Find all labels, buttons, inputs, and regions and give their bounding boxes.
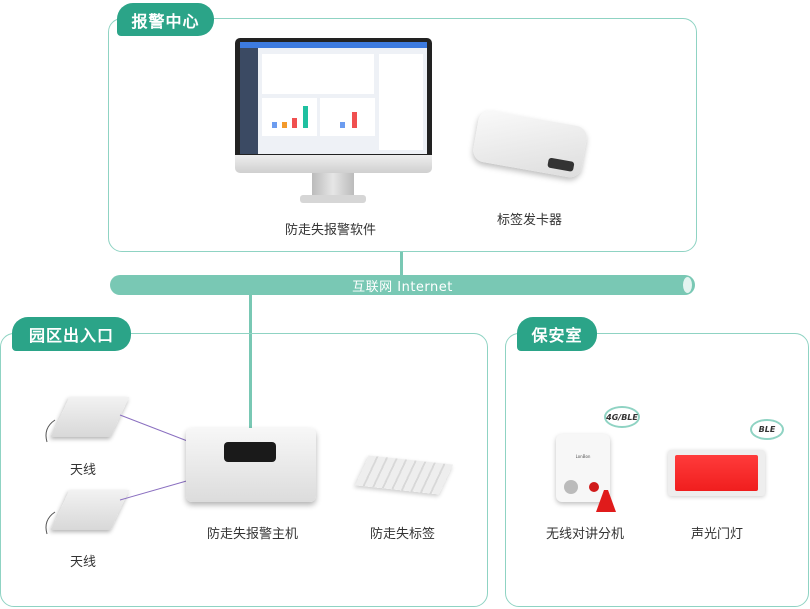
door-light-label: 声光门灯 xyxy=(691,527,744,542)
tag-label: 防走失标签 xyxy=(370,527,436,542)
internet-label: 互联网 Internet xyxy=(352,279,453,295)
connector-park xyxy=(249,295,252,430)
security-room-panel xyxy=(505,333,809,607)
alarm-center-panel xyxy=(108,18,697,252)
antenna-label-2: 天线 xyxy=(70,555,97,570)
internet-pipe: 互联网 Internet xyxy=(110,275,695,295)
intercom-badge: 4G/BLE xyxy=(604,406,640,428)
monitor-stand xyxy=(312,173,354,195)
door-light-image xyxy=(668,450,765,496)
alarm-center-title: 报警中心 xyxy=(117,3,214,36)
alarm-host-label: 防走失报警主机 xyxy=(207,527,299,542)
connector-center xyxy=(400,252,403,276)
intercom-brand: LonBon xyxy=(575,454,591,459)
software-label: 防走失报警软件 xyxy=(285,223,377,238)
card-issuer-label: 标签发卡器 xyxy=(497,213,563,228)
monitor-bezel xyxy=(235,155,432,173)
alarm-host-image xyxy=(186,428,316,502)
intercom-image: LonBon xyxy=(556,434,610,502)
park-entrance-title: 园区出入口 xyxy=(12,317,131,351)
intercom-label: 无线对讲分机 xyxy=(546,527,625,542)
door-light-badge: BLE xyxy=(750,419,784,440)
monitor-software-image xyxy=(235,38,432,170)
park-entrance-panel xyxy=(0,333,488,607)
security-room-title: 保安室 xyxy=(517,317,597,351)
monitor-foot xyxy=(300,195,366,203)
antenna-label-1: 天线 xyxy=(70,463,97,478)
